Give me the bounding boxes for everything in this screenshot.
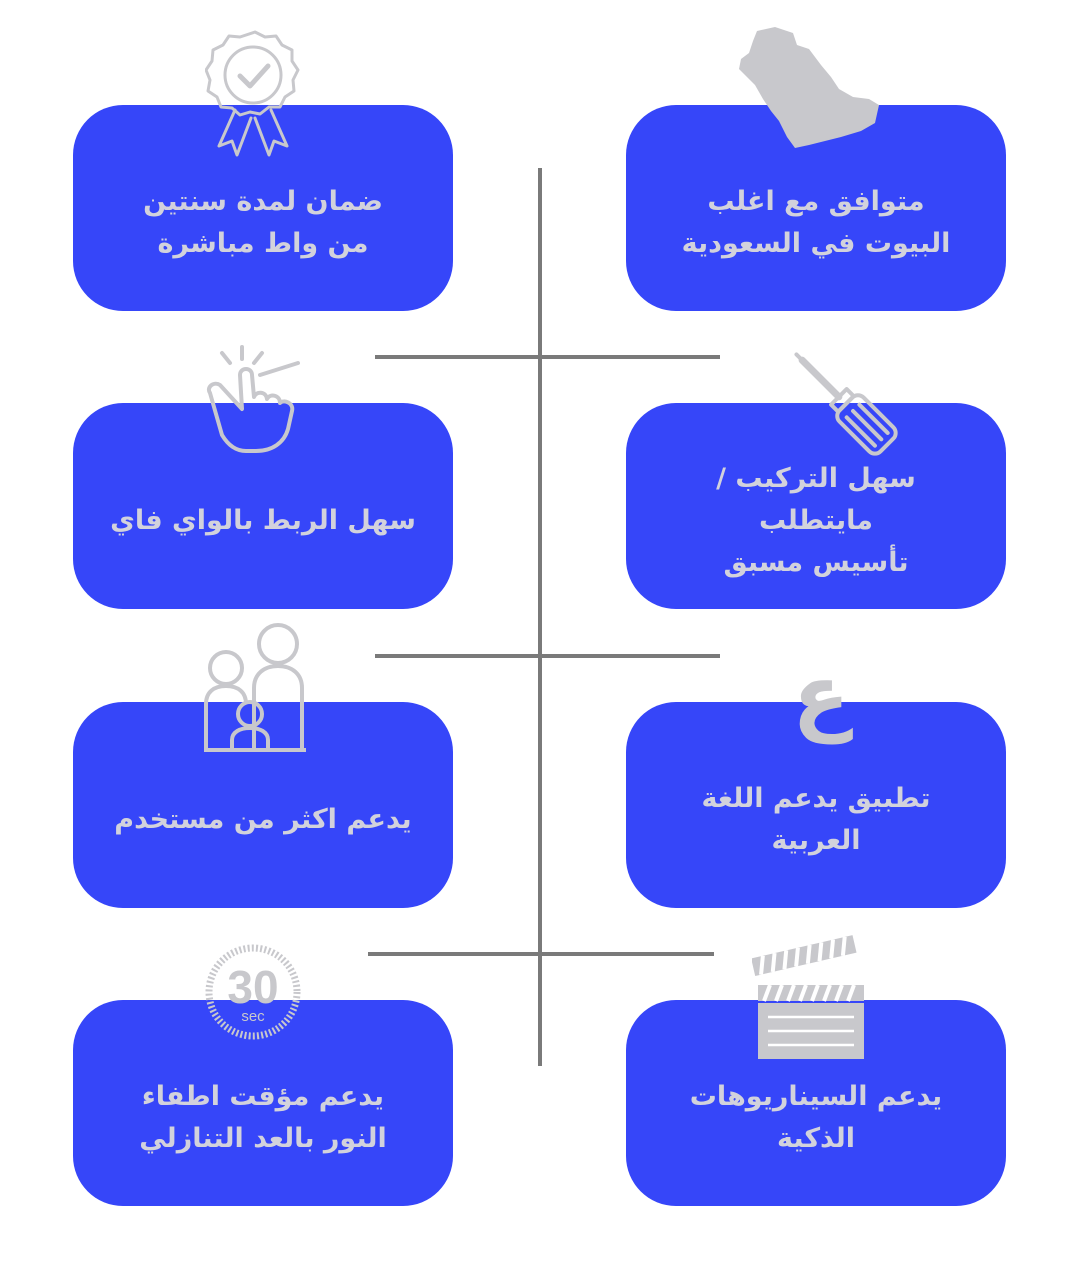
family-icon	[202, 622, 308, 754]
feature-text: يدعم اكثر من مستخدم	[114, 804, 412, 836]
feature-text: متوافق مع اغلب البيوت في السعودية	[681, 186, 951, 259]
feature-text: يدعم مؤقت اطفاء النور بالعد التنازلي	[139, 1081, 387, 1154]
screwdriver-icon	[780, 340, 902, 458]
saudi-map-icon	[735, 25, 885, 150]
feature-card-arabic-app: تطبيق يدعم اللغة العربية	[626, 702, 1006, 908]
timer-unit: sec	[241, 1008, 265, 1025]
feature-text: سهل الربط بالواي فاي	[110, 505, 416, 537]
clapperboard-icon	[752, 935, 870, 1063]
feature-card-easy-install: سهل التركيب / مايتطلب تأسيس مسبق	[626, 403, 1006, 609]
tap-hand-icon	[200, 345, 305, 455]
arabic-letter-icon: ع	[792, 646, 850, 744]
feature-card-warranty: ضمان لمدة سنتين من واط مباشرة	[73, 105, 453, 311]
feature-text: سهل التركيب / مايتطلب تأسيس مسبق	[716, 463, 916, 578]
feature-text: يدعم السيناريوهات الذكية	[689, 1081, 943, 1154]
timeline-branch-1	[375, 355, 720, 359]
timer-30-icon: 30 sec	[203, 942, 303, 1042]
timeline-branch-2	[375, 654, 720, 658]
timeline-branch-3	[368, 952, 714, 956]
arabic-letter-glyph: ع	[792, 646, 850, 744]
award-badge-icon	[205, 28, 305, 160]
feature-text: ضمان لمدة سنتين من واط مباشرة	[143, 186, 383, 259]
feature-text: تطبيق يدعم اللغة العربية	[701, 783, 931, 856]
timer-value: 30	[227, 961, 279, 1013]
feature-card-timer: يدعم مؤقت اطفاء النور بالعد التنازلي	[73, 1000, 453, 1206]
timeline-vertical-line	[538, 168, 542, 1066]
feature-card-multi-user: يدعم اكثر من مستخدم	[73, 702, 453, 908]
feature-card-wifi: سهل الربط بالواي فاي	[73, 403, 453, 609]
